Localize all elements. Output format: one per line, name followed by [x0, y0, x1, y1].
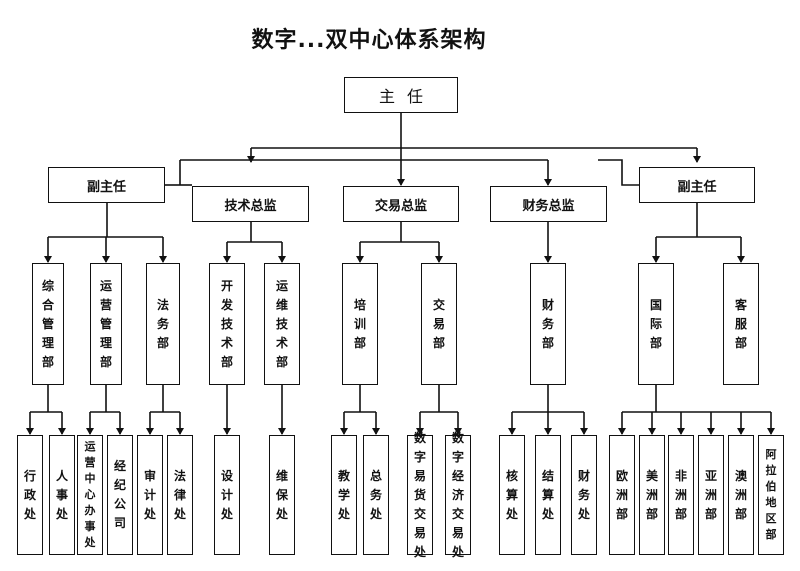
node-director-label: 主任 — [378, 87, 435, 106]
node-dev-dept-label: 开发技术部 — [220, 278, 233, 369]
node-legal-dept: 法务部 — [146, 263, 180, 385]
node-admin-dept: 综合管理部 — [32, 263, 64, 385]
node-service-dept-label: 客服部 — [734, 297, 747, 350]
node-intl-dept: 国际部 — [638, 263, 674, 385]
node-america-dept: 美洲部 — [639, 435, 665, 555]
node-trade-director: 交易总监 — [343, 186, 459, 222]
node-general-office: 总务处 — [363, 435, 389, 555]
node-trading-dept-label: 交易部 — [432, 297, 445, 350]
node-law-office-label: 法律处 — [173, 468, 186, 521]
node-ops-center-office: 运营中心办事处 — [77, 435, 103, 555]
node-africa-dept: 非洲部 — [668, 435, 694, 555]
node-europe-dept-label: 欧洲部 — [615, 468, 628, 521]
node-deputy-left: 副主任 — [48, 167, 165, 203]
node-admin-office-label: 行政处 — [23, 468, 36, 521]
node-arab-dept: 阿拉伯地区部 — [758, 435, 784, 555]
node-digital-goods-exchange-label: 数字易货交易处 — [413, 430, 426, 559]
node-director: 主任 — [344, 77, 458, 113]
node-finance-office-label: 财务处 — [577, 468, 590, 521]
node-deputy-left-label: 副主任 — [86, 179, 126, 195]
node-design-office-label: 设计处 — [220, 468, 233, 521]
node-verify-office: 核算处 — [499, 435, 525, 555]
node-training-dept: 培训部 — [342, 263, 378, 385]
node-maint-dept-label: 运维技术部 — [275, 278, 288, 369]
node-hr-office: 人事处 — [49, 435, 75, 555]
node-general-office-label: 总务处 — [369, 468, 382, 521]
node-law-office: 法律处 — [167, 435, 193, 555]
node-asia-dept-label: 亚洲部 — [704, 468, 717, 521]
node-finance-dept: 财务部 — [530, 263, 566, 385]
node-trade-director-label: 交易总监 — [374, 198, 427, 214]
node-arab-dept-label: 阿拉伯地区部 — [765, 448, 777, 541]
node-trading-dept: 交易部 — [421, 263, 457, 385]
node-finance-director: 财务总监 — [490, 186, 607, 222]
node-hr-office-label: 人事处 — [55, 468, 68, 521]
node-oceania-dept-label: 澳洲部 — [734, 468, 747, 521]
node-ops-dept: 运营管理部 — [90, 263, 122, 385]
node-design-office: 设计处 — [214, 435, 240, 555]
node-finance-office: 财务处 — [571, 435, 597, 555]
node-deputy-right-label: 副主任 — [677, 179, 717, 195]
node-asia-dept: 亚洲部 — [698, 435, 724, 555]
node-verify-office-label: 核算处 — [505, 468, 518, 521]
node-africa-dept-label: 非洲部 — [674, 468, 687, 521]
node-legal-dept-label: 法务部 — [156, 297, 169, 350]
node-settle-office-label: 结算处 — [541, 468, 554, 521]
node-broker-company-label: 经纪公司 — [113, 459, 126, 530]
node-teaching-office-label: 教学处 — [337, 468, 350, 521]
node-admin-office: 行政处 — [17, 435, 43, 555]
node-audit-office: 审计处 — [137, 435, 163, 555]
node-cto: 技术总监 — [192, 186, 309, 222]
node-maint-office-label: 维保处 — [275, 468, 288, 521]
node-digital-goods-exchange: 数字易货交易处 — [407, 431, 433, 559]
node-finance-director-label: 财务总监 — [522, 198, 575, 214]
node-digital-economy-exchange: 数字经济交易处 — [445, 431, 471, 559]
node-cto-label: 技术总监 — [224, 198, 277, 214]
node-training-dept-label: 培训部 — [353, 297, 366, 350]
chart-title: 数字...双中心体系架构 — [251, 28, 487, 53]
node-deputy-right: 副主任 — [639, 167, 755, 203]
node-dev-dept: 开发技术部 — [209, 263, 245, 385]
node-digital-economy-exchange-label: 数字经济交易处 — [451, 430, 464, 559]
node-audit-office-label: 审计处 — [143, 468, 156, 521]
node-teaching-office: 教学处 — [331, 435, 357, 555]
node-broker-company: 经纪公司 — [107, 435, 133, 555]
node-europe-dept: 欧洲部 — [609, 435, 635, 555]
node-oceania-dept: 澳洲部 — [728, 435, 754, 555]
node-america-dept-label: 美洲部 — [645, 468, 658, 521]
node-ops-center-office-label: 运营中心办事处 — [84, 440, 96, 549]
node-admin-dept-label: 综合管理部 — [41, 278, 54, 369]
node-finance-dept-label: 财务部 — [541, 297, 554, 350]
node-service-dept: 客服部 — [723, 263, 759, 385]
node-ops-dept-label: 运营管理部 — [99, 278, 112, 369]
node-maint-office: 维保处 — [269, 435, 295, 555]
node-settle-office: 结算处 — [535, 435, 561, 555]
node-maint-dept: 运维技术部 — [264, 263, 300, 385]
node-intl-dept-label: 国际部 — [649, 297, 662, 350]
